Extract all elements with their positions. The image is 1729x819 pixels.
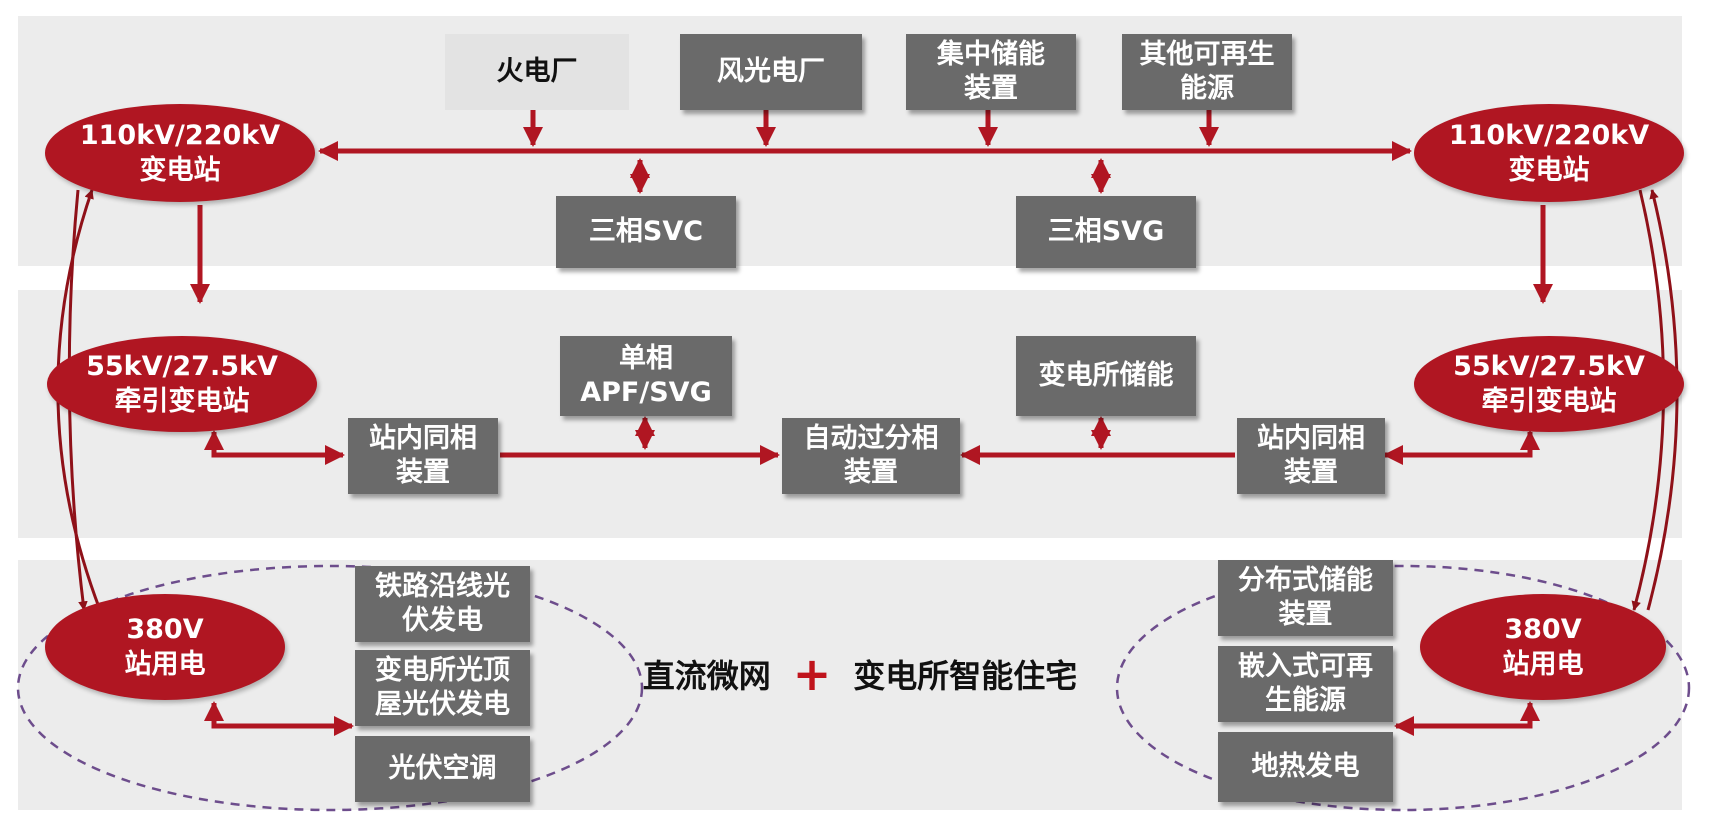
central-storage-box: 集中储能 装置 — [906, 34, 1076, 110]
right-station-link-arrow — [1394, 701, 1540, 736]
left-station-link-arrow — [204, 701, 354, 736]
dc-microgrid-label: 直流微网 — [642, 657, 771, 695]
left-cophase-arrow — [204, 430, 345, 465]
substation-storage-box: 变电所储能 — [1016, 336, 1196, 416]
right-microgrid-ellipse — [1115, 564, 1691, 812]
wind-solar-plant-box: 风光电厂 — [680, 34, 862, 110]
three-phase-svg-box: 三相SVG — [1016, 196, 1196, 268]
substation-left-oval: 110kV/220kV 变电站 — [45, 104, 315, 202]
railway-pv-box: 铁路沿线光 伏发电 — [355, 566, 530, 642]
three-phase-svc-box: 三相SVC — [556, 196, 736, 268]
pv-air-conditioner-box: 光伏空调 — [355, 736, 530, 802]
smart-home-label: 变电所智能住宅 — [853, 657, 1078, 695]
plus-sign: + — [792, 647, 832, 701]
traction-substation-left-oval: 55kV/27.5kV 牵引变电站 — [47, 336, 317, 432]
auto-phase-separation-box: 自动过分相 装置 — [782, 418, 960, 494]
band-traction-level — [18, 290, 1682, 538]
right-loop-up-arrow — [1646, 189, 1679, 611]
cophase-device-right-box: 站内同相 装置 — [1237, 418, 1385, 494]
distributed-storage-box: 分布式储能 装置 — [1218, 560, 1393, 636]
thermal-plant-box: 火电厂 — [445, 34, 629, 110]
station-power-left-oval: 380V 站用电 — [45, 594, 285, 700]
substation-right-oval: 110kV/220kV 变电站 — [1414, 104, 1684, 202]
band-station-level — [18, 560, 1682, 810]
traction-substation-right-oval: 55kV/27.5kV 牵引变电站 — [1414, 336, 1684, 432]
geothermal-box: 地热发电 — [1218, 732, 1393, 802]
center-label: 直流微网 + 变电所智能住宅 — [600, 650, 1120, 698]
embedded-renewable-box: 嵌入式可再 生能源 — [1218, 646, 1393, 722]
right-cophase-arrow — [1383, 430, 1540, 465]
roof-pv-box: 变电所光顶 屋光伏发电 — [355, 650, 530, 726]
left-microgrid-ellipse — [16, 564, 644, 812]
single-phase-apf-svg-box: 单相 APF/SVG — [560, 336, 732, 416]
station-power-right-oval: 380V 站用电 — [1420, 594, 1666, 700]
cophase-device-left-box: 站内同相 装置 — [348, 418, 498, 494]
other-renewable-box: 其他可再生 能源 — [1122, 34, 1292, 110]
